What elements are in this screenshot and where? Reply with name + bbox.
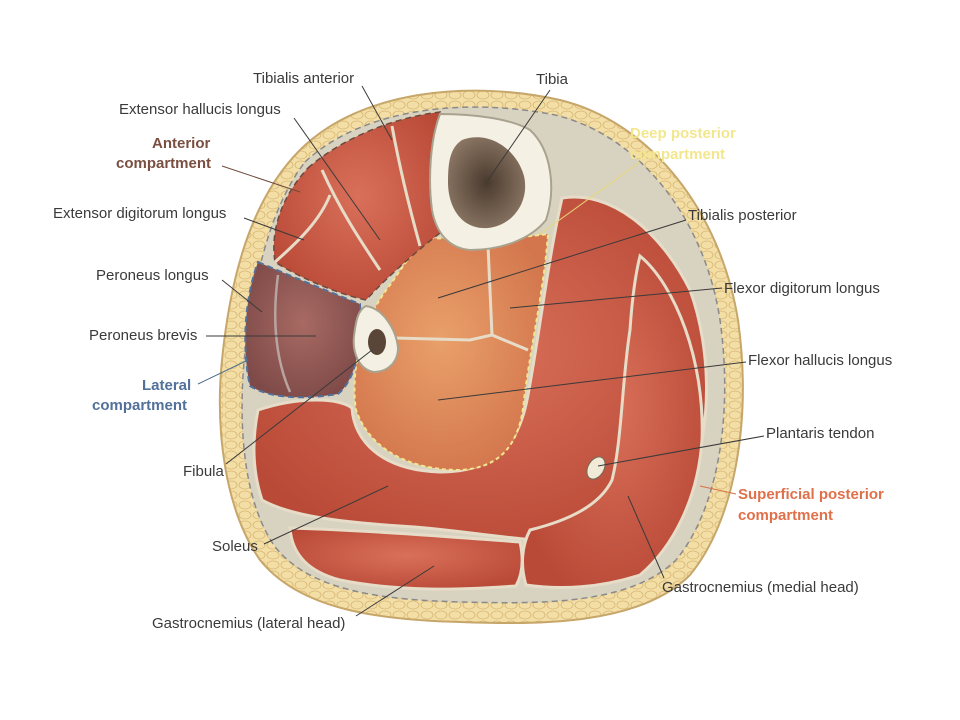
leader-extensor-hallucis-longus xyxy=(293,117,381,241)
leader-peroneus-longus xyxy=(221,279,263,313)
anterior-compartment xyxy=(273,111,445,301)
deep-septum-2 xyxy=(491,333,529,352)
label-anterior-compartment-1: Anterior xyxy=(152,135,211,152)
leader-lines xyxy=(197,85,765,617)
label-tibialis-anterior: Tibialis anterior xyxy=(253,70,354,87)
label-superficial-posterior-1: Superficial posterior xyxy=(738,486,884,503)
label-fibula: Fibula xyxy=(183,463,225,480)
label-gastrocnemius-lateral: Gastrocnemius (lateral head) xyxy=(152,615,345,632)
label-tibia: Tibia xyxy=(536,71,569,88)
deep-posterior-compartment xyxy=(353,232,550,472)
label-lateral-compartment-2: compartment xyxy=(92,397,187,414)
label-gastrocnemius-medial: Gastrocnemius (medial head) xyxy=(662,579,859,596)
label-anterior-compartment-2: compartment xyxy=(116,155,211,172)
leader-anterior-compartment xyxy=(221,165,301,193)
label-superficial-posterior-2: compartment xyxy=(738,507,833,524)
anterior-septum-3 xyxy=(274,194,332,264)
leader-superficial-posterior-compartment xyxy=(699,485,737,495)
labels: Tibialis anterior Tibia Extensor halluci… xyxy=(53,70,892,632)
anterior-septum-1 xyxy=(320,169,382,271)
label-deep-posterior-1: Deep posterior xyxy=(630,125,736,142)
leader-fibula xyxy=(225,349,373,465)
label-deep-posterior-2: compartment xyxy=(630,146,725,163)
lateral-compartment xyxy=(244,260,362,399)
leader-deep-posterior-compartment xyxy=(539,161,641,235)
gastrocnemius-medial-head xyxy=(521,253,704,589)
deep-septum-1 xyxy=(394,245,494,342)
leader-tibialis-anterior xyxy=(361,85,393,141)
leader-soleus xyxy=(263,485,389,545)
label-soleus: Soleus xyxy=(212,538,258,555)
label-peroneus-longus: Peroneus longus xyxy=(96,267,209,284)
label-lateral-compartment-1: Lateral xyxy=(142,377,191,394)
leader-lateral-compartment xyxy=(197,359,249,385)
label-plantaris-tendon: Plantaris tendon xyxy=(766,425,874,442)
label-tibialis-posterior: Tibialis posterior xyxy=(688,207,797,224)
leader-gastrocnemius-lateral-head xyxy=(355,565,435,617)
label-peroneus-brevis: Peroneus brevis xyxy=(89,327,197,344)
leader-flexor-digitorum-longus xyxy=(509,287,723,309)
label-flexor-hallucis-longus: Flexor hallucis longus xyxy=(748,352,892,369)
label-flexor-digitorum-longus: Flexor digitorum longus xyxy=(724,280,880,297)
leader-tibia xyxy=(487,89,551,181)
lateral-septum xyxy=(274,274,292,393)
plantaris-tendon xyxy=(586,456,606,480)
fibula-marrow xyxy=(368,329,386,355)
tibia-marrow xyxy=(448,137,526,229)
leader-flexor-hallucis-longus xyxy=(437,361,747,401)
leader-tibialis-posterior xyxy=(437,219,687,299)
label-extensor-digitorum-longus: Extensor digitorum longus xyxy=(53,205,226,222)
gastrocnemius-lateral-head xyxy=(288,526,524,591)
leader-plantaris-tendon xyxy=(597,435,765,467)
label-extensor-hallucis-longus: Extensor hallucis longus xyxy=(119,101,281,118)
leader-gastrocnemius-medial-head xyxy=(627,495,665,579)
anterior-septum-2 xyxy=(390,125,422,247)
leader-extensor-digitorum-longus xyxy=(243,217,305,241)
